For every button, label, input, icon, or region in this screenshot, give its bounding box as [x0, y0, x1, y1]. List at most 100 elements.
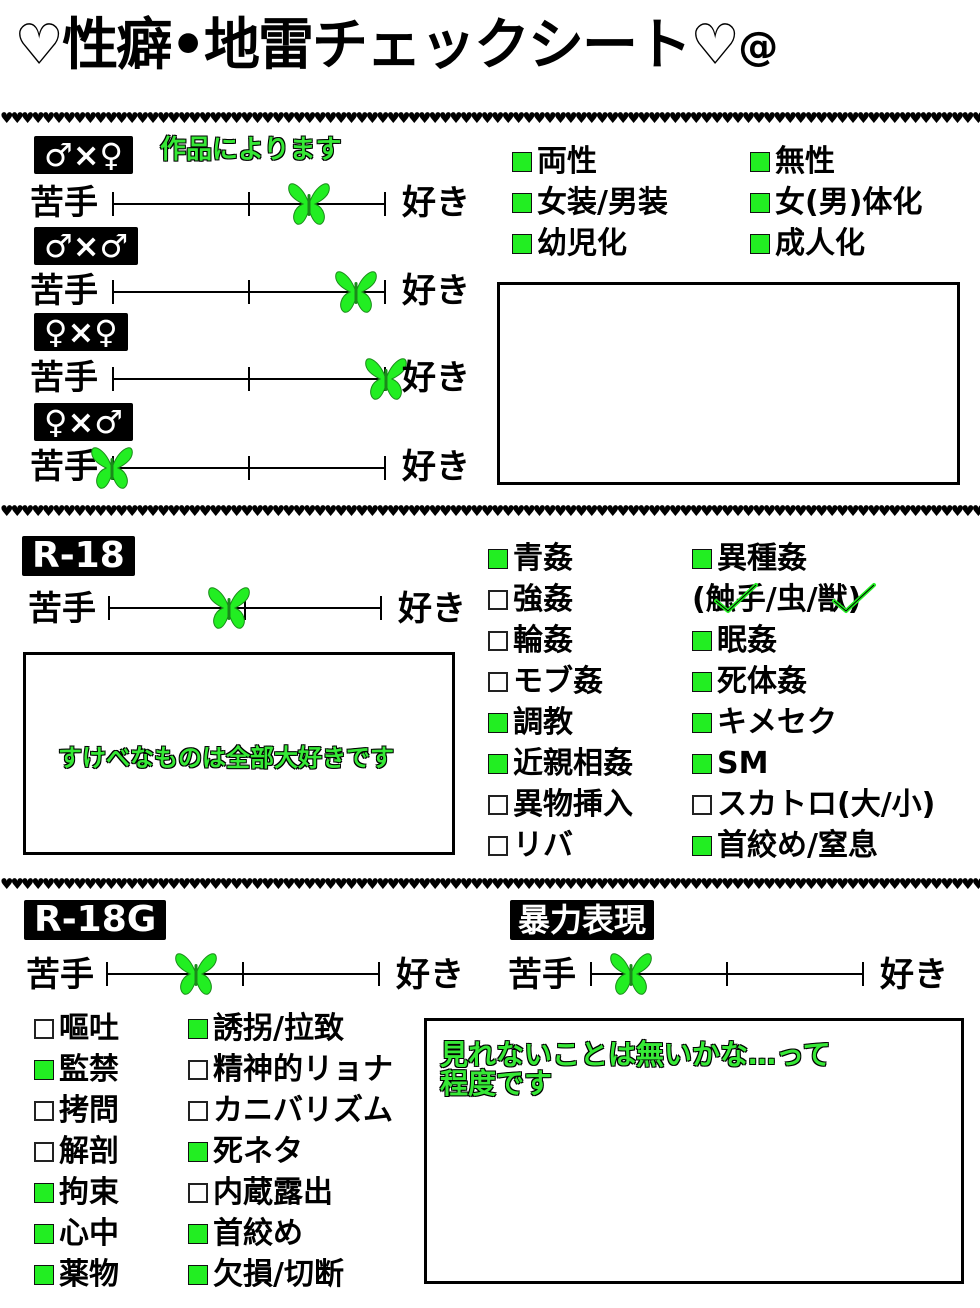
slider-dislike-label: 苦手	[30, 183, 98, 223]
checkbox-item[interactable]: 誘拐/拉致	[188, 1008, 393, 1049]
sub-options-item[interactable]: (触手/虫/獣)	[692, 579, 935, 620]
slider-like-label: 好き	[402, 271, 470, 311]
checkbox-item[interactable]: 調教	[488, 702, 633, 743]
checkbox-item[interactable]: 成人化	[750, 229, 865, 259]
checkbox[interactable]	[488, 712, 508, 733]
checkbox[interactable]	[34, 1182, 54, 1203]
checkbox-item[interactable]: 強姦	[488, 579, 633, 620]
checkbox-label: 拷問	[59, 1092, 119, 1128]
checkbox[interactable]	[692, 753, 712, 774]
checkbox[interactable]	[692, 548, 712, 569]
checkbox-item[interactable]: 近親相姦	[488, 743, 633, 784]
checkbox-item[interactable]: 死ネタ	[188, 1131, 393, 1172]
checkbox-item[interactable]: 首絞め/窒息	[692, 825, 935, 866]
checkbox[interactable]	[188, 1100, 208, 1121]
checkbox-item[interactable]: 青姦	[488, 538, 633, 579]
checkbox-item[interactable]: スカトロ(大/小)	[692, 784, 935, 825]
checkbox[interactable]	[34, 1264, 54, 1285]
checkbox-item[interactable]: モブ姦	[488, 661, 633, 702]
checkbox-label: リバ	[513, 827, 573, 863]
checkbox[interactable]	[488, 753, 508, 774]
checkbox-item[interactable]: 女装/男装	[512, 188, 668, 218]
checkbox-item[interactable]: 異種姦	[692, 538, 935, 579]
checkbox-label: 女装/男装	[537, 185, 668, 220]
checkbox-label: スカトロ(大/小)	[717, 786, 936, 822]
butterfly-marker-icon[interactable]	[90, 444, 134, 492]
checkbox-label: 青姦	[513, 540, 573, 576]
checkbox[interactable]	[488, 794, 508, 815]
butterfly-marker-icon[interactable]	[174, 950, 218, 998]
checkbox-item[interactable]: 無性	[750, 147, 835, 177]
checkbox-item[interactable]: 精神的リョナ	[188, 1049, 393, 1090]
checkbox-item[interactable]: 拘束	[34, 1172, 119, 1213]
checkbox[interactable]	[512, 152, 532, 172]
pairing-tag-mf: ♂×♀	[34, 136, 133, 174]
checkbox-item[interactable]: 解剖	[34, 1131, 119, 1172]
checkbox-item[interactable]: 首絞め	[188, 1213, 393, 1254]
checkbox[interactable]	[692, 835, 712, 856]
slider-dislike-label: 苦手	[30, 358, 98, 398]
checkbox-item[interactable]: カニバリズム	[188, 1090, 393, 1131]
heart-divider: ♥♥♥♥♥♥♥♥♥♥♥♥♥♥♥♥♥♥♥♥♥♥♥♥♥♥♥♥♥♥♥♥♥♥♥♥♥♥♥♥…	[0, 876, 980, 892]
checkbox[interactable]	[34, 1059, 54, 1080]
checkbox-item[interactable]: 死体姦	[692, 661, 935, 702]
checkbox-item[interactable]: 両性	[512, 147, 597, 177]
butterfly-marker-icon[interactable]	[609, 950, 653, 998]
preference-slider	[108, 587, 382, 629]
checkbox[interactable]	[188, 1141, 208, 1162]
checkbox[interactable]	[488, 589, 508, 610]
checkbox[interactable]	[188, 1182, 208, 1203]
checkbox-item[interactable]: 幼児化	[512, 229, 627, 259]
checkbox-item[interactable]: 輪姦	[488, 620, 633, 661]
checkbox[interactable]	[488, 548, 508, 569]
preference-slider	[112, 358, 407, 400]
butterfly-marker-icon[interactable]	[364, 355, 408, 403]
checkbox[interactable]	[488, 835, 508, 856]
checkbox-label: 解剖	[59, 1133, 119, 1169]
comment-box[interactable]	[424, 1018, 964, 1284]
checkbox[interactable]	[188, 1264, 208, 1285]
checkbox-item[interactable]: 女(男)体化	[750, 188, 922, 218]
checkbox[interactable]	[750, 234, 770, 254]
comment-box[interactable]	[497, 282, 960, 485]
checkbox[interactable]	[488, 671, 508, 692]
checkbox-label: 強姦	[513, 581, 573, 617]
checkbox[interactable]	[188, 1059, 208, 1080]
checkbox-label: 首絞め/窒息	[717, 827, 878, 863]
checkbox-item[interactable]: 異物挿入	[488, 784, 633, 825]
checkbox[interactable]	[188, 1223, 208, 1244]
checkbox[interactable]	[188, 1018, 208, 1039]
butterfly-marker-icon[interactable]	[207, 584, 251, 632]
checkbox-label: 幼児化	[537, 226, 627, 261]
checkbox[interactable]	[34, 1100, 54, 1121]
beast-checkmark-icon	[832, 583, 876, 613]
checkbox[interactable]	[34, 1018, 54, 1039]
checkbox[interactable]	[34, 1223, 54, 1244]
checkbox-item[interactable]: 内蔵露出	[188, 1172, 393, 1213]
checkbox-item[interactable]: リバ	[488, 825, 633, 866]
checkbox-item[interactable]: 欠損/切断	[188, 1254, 393, 1295]
slider-like-label: 好き	[880, 955, 948, 995]
checkbox[interactable]	[512, 193, 532, 213]
checkbox[interactable]	[692, 630, 712, 651]
butterfly-marker-icon[interactable]	[334, 268, 378, 316]
checkbox[interactable]	[750, 193, 770, 213]
checkbox[interactable]	[750, 152, 770, 172]
comment-box[interactable]	[23, 652, 455, 855]
checkbox-label: 薬物	[59, 1256, 119, 1292]
checkbox[interactable]	[692, 712, 712, 733]
checkbox-item[interactable]: 眠姦	[692, 620, 935, 661]
checkbox[interactable]	[34, 1141, 54, 1162]
checkbox[interactable]	[692, 794, 712, 815]
checkbox-item[interactable]: キメセク	[692, 702, 935, 743]
checkbox-item[interactable]: 薬物	[34, 1254, 119, 1295]
butterfly-marker-icon[interactable]	[287, 180, 331, 228]
checkbox-item[interactable]: 監禁	[34, 1049, 119, 1090]
checkbox-item[interactable]: 嘔吐	[34, 1008, 119, 1049]
checkbox-item[interactable]: 拷問	[34, 1090, 119, 1131]
checkbox[interactable]	[692, 671, 712, 692]
checkbox-item[interactable]: SM	[692, 743, 935, 784]
checkbox[interactable]	[488, 630, 508, 651]
checkbox[interactable]	[512, 234, 532, 254]
checkbox-item[interactable]: 心中	[34, 1213, 119, 1254]
